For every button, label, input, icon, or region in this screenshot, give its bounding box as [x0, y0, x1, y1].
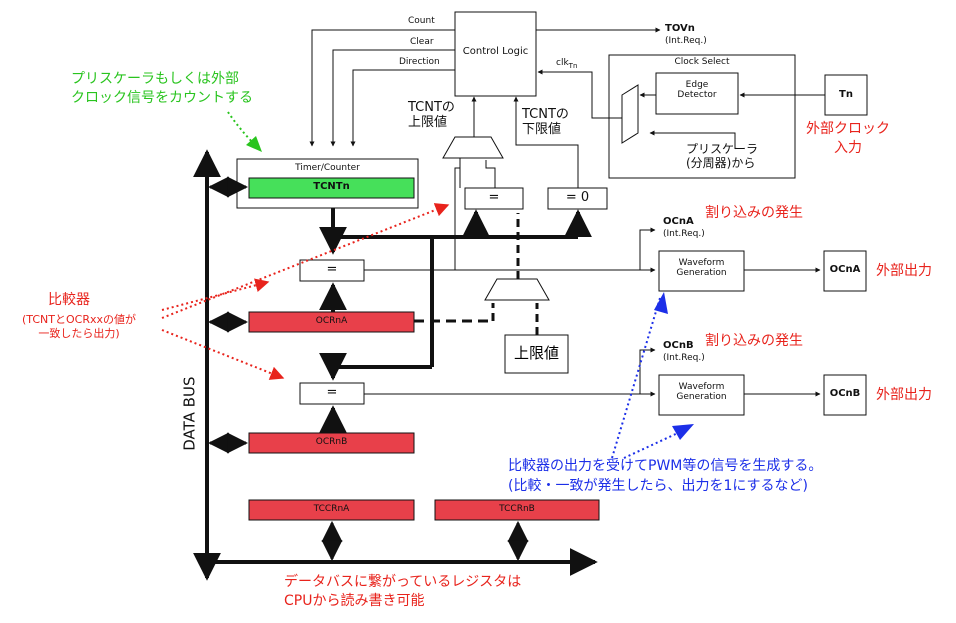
top-mux	[442, 136, 504, 159]
tcnt-top-label: TCNTの 上限値	[408, 100, 455, 130]
waveform-b-box	[658, 374, 745, 416]
interrupt-a-annotation: 割り込みの発生	[705, 205, 803, 221]
clk-label: clkTn	[556, 58, 578, 70]
external-clock-annotation: 外部クロック 入力	[806, 121, 890, 156]
comparator-top-label: =	[488, 190, 500, 205]
waveform-a-box	[658, 250, 745, 292]
comparator-a-label: =	[326, 262, 338, 277]
clk-line	[537, 69, 622, 119]
comparator-note-annotation: (TCNTとOCRxxの値が 一致したら出力)	[22, 313, 136, 341]
comparator-b-label: =	[326, 385, 338, 400]
ocna-out-label: OCnA	[829, 264, 861, 275]
timer-counter-label: Timer/Counter	[295, 163, 360, 173]
tovn-label: TOVn	[665, 23, 695, 34]
ocnb-out-label: OCnB	[829, 388, 861, 399]
tcnt-bottom-label: TCNTの 下限値	[522, 107, 569, 137]
top-value-box	[504, 334, 569, 374]
ocnb-flag-label: OCnB	[663, 340, 694, 351]
ocna-int-label: (Int.Req.)	[663, 229, 705, 239]
clk-subscript: Tn	[568, 61, 578, 70]
external-output-b-annotation: 外部出力	[876, 387, 932, 403]
tovn-int-label: (Int.Req.)	[665, 36, 707, 46]
ocnb-out-box	[823, 374, 867, 416]
data-bus-annotation: データバスに繋がっているレジスタは CPUから読み書き可能	[284, 574, 522, 609]
prescaler-label: プリスケーラ (分周器)から	[686, 142, 759, 170]
top-value-label: 上限値	[513, 344, 559, 362]
direction-line	[350, 69, 455, 147]
clock-mux	[621, 84, 639, 144]
tccrna-label: TCCRnA	[313, 504, 350, 514]
clear-line	[330, 49, 455, 147]
comparator-annotation: 比較器	[48, 292, 90, 308]
tccrna-register	[248, 499, 415, 521]
prescaler-annotation: プリスケーラもしくは外部 クロック信号をカウントする	[71, 71, 253, 106]
ocnb-int-label: (Int.Req.)	[663, 353, 705, 363]
tcntn-label: TCNTn	[313, 181, 350, 192]
tccrnb-register	[434, 499, 600, 521]
control-logic-label: Control Logic	[462, 46, 529, 57]
waveform-a-label: Waveform Generation	[676, 258, 727, 279]
ocna-out-box	[823, 250, 867, 292]
external-output-a-annotation: 外部出力	[876, 263, 932, 279]
count-label: Count	[408, 16, 435, 26]
edge-detector-box	[655, 72, 739, 115]
comparator-zero	[547, 187, 608, 210]
comparator-zero-label: = 0	[565, 190, 590, 205]
ocna-flag-label: OCnA	[663, 216, 694, 227]
edge-detector-label: Edge Detector	[677, 80, 717, 101]
tccrnb-label: TCCRnB	[499, 504, 535, 514]
tcntn-register	[248, 177, 415, 199]
comparator-top	[464, 187, 524, 210]
waveform-b-label: Waveform Generation	[676, 382, 727, 403]
tn-label: Tn	[839, 89, 853, 100]
lower-mux	[484, 278, 550, 301]
control-logic-box	[454, 11, 537, 97]
interrupt-b-annotation: 割り込みの発生	[705, 333, 803, 349]
data-bus-label: DATA BUS	[180, 376, 199, 451]
ocrnb-label: OCRnB	[315, 437, 348, 447]
ocrna-label: OCRnA	[315, 316, 348, 326]
direction-label: Direction	[399, 57, 440, 67]
clear-label: Clear	[410, 37, 434, 47]
clock-select-label: Clock Select	[674, 57, 730, 67]
pwm-annotation: 比較器の出力を受けてPWM等の信号を生成する。 (比較・一致が発生したら、出力を…	[508, 458, 823, 494]
count-line	[309, 29, 455, 147]
